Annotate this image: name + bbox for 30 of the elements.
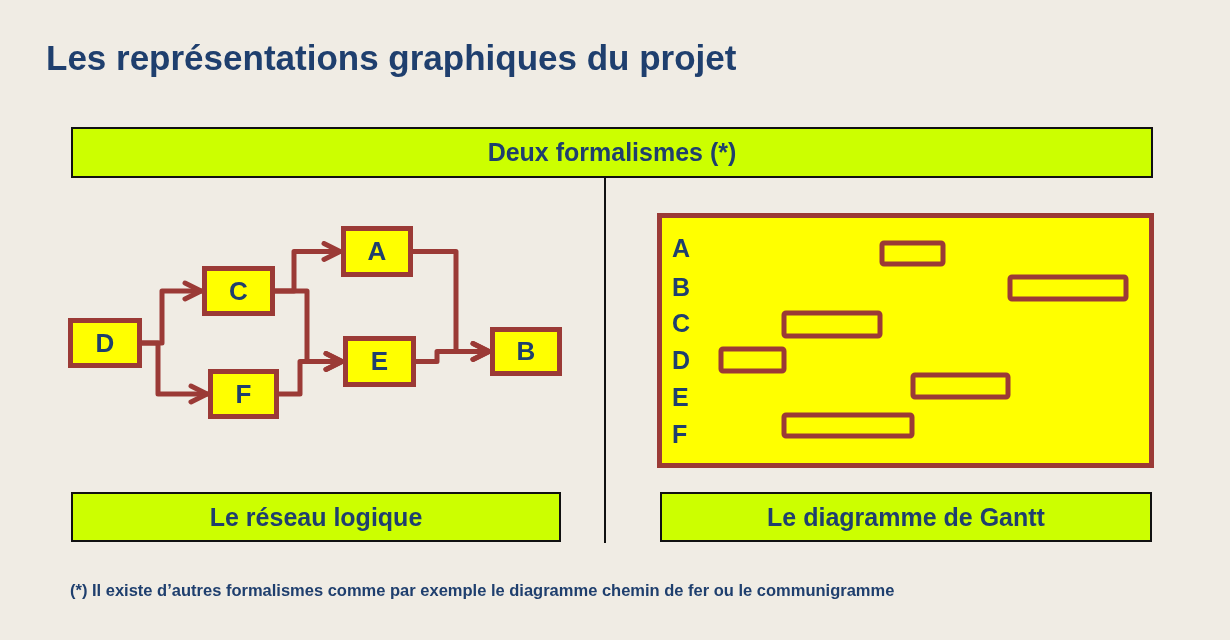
task-box — [208, 369, 279, 419]
heading-text: Deux formalismes (*) — [487, 138, 737, 167]
task-name: D — [95, 327, 115, 359]
task-name: A — [367, 236, 387, 267]
task-name: F — [235, 378, 252, 410]
arrow — [279, 351, 345, 397]
task-box — [202, 266, 275, 316]
task-letter: C — [672, 309, 691, 337]
task-box — [341, 226, 413, 277]
task-name: E — [370, 346, 389, 377]
task-name: B — [516, 336, 536, 367]
task-box — [68, 318, 142, 368]
page-title: Les représentations graphiques du projet — [46, 38, 737, 78]
caption-box — [71, 492, 561, 542]
task-letter: B — [672, 273, 691, 301]
task-letter: F — [672, 420, 688, 448]
task-box — [343, 336, 416, 387]
task-letter: D — [672, 346, 691, 374]
header-banner — [71, 127, 1153, 178]
task-box — [490, 327, 562, 376]
caption-box — [660, 492, 1152, 542]
gantt-chart-panel — [657, 213, 1154, 468]
task-letter: A — [672, 234, 691, 262]
task-name: C — [229, 275, 248, 307]
arrow — [416, 341, 492, 364]
footnote: (*) Il existe d’autres formalismes comme par exemple le diagramme chemin de fer ou le communigramme — [70, 581, 895, 600]
heading-text: Le réseau logique — [209, 502, 423, 532]
heading-text: Le diagramme de Gantt — [767, 502, 1045, 532]
task-letter: E — [672, 383, 689, 411]
arrow — [142, 340, 210, 405]
